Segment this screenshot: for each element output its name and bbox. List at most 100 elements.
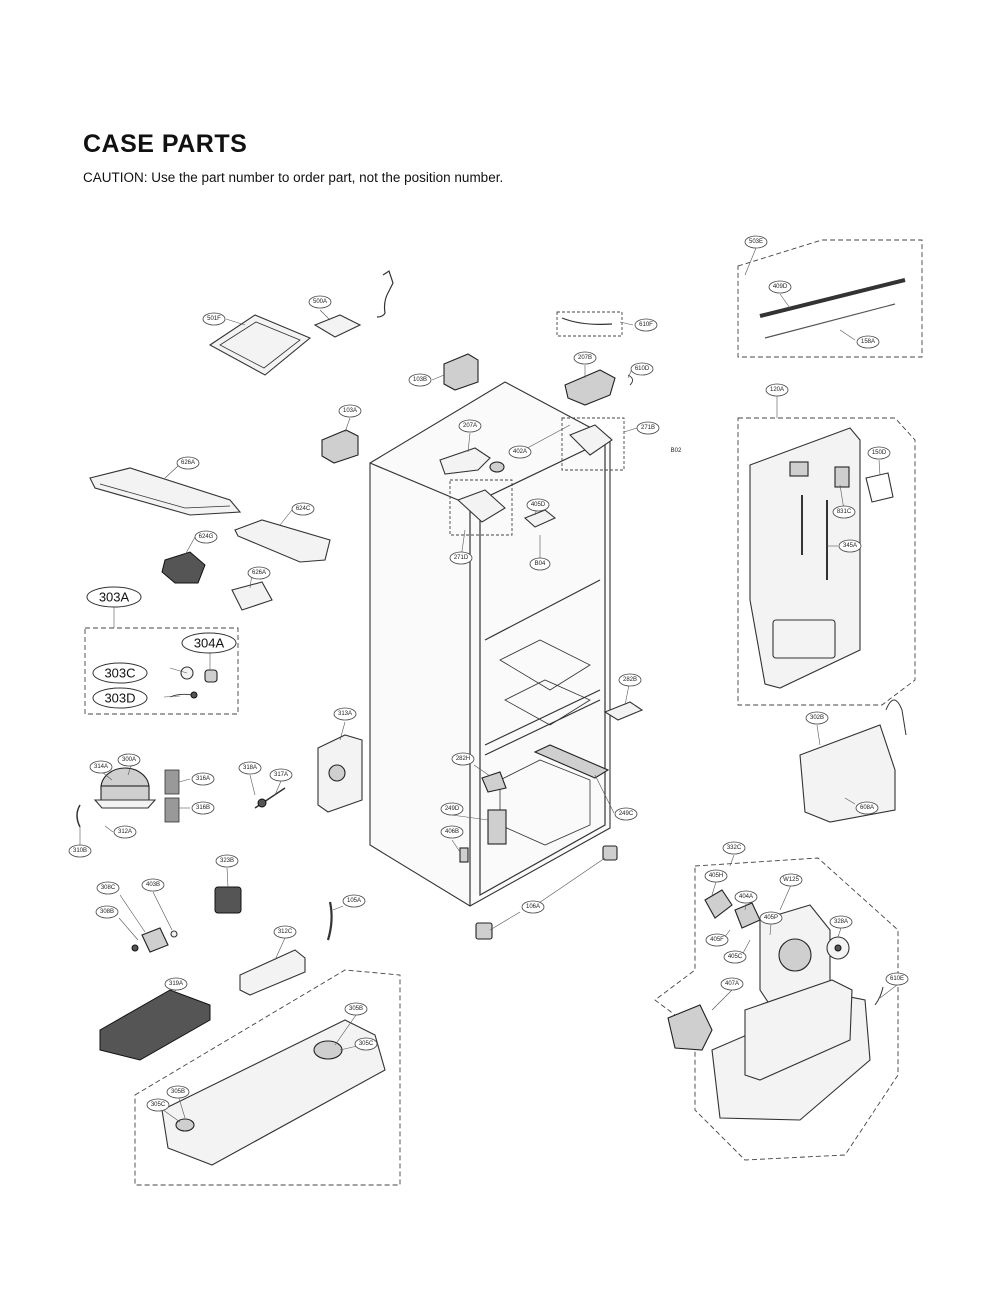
callout-405D: 405D — [526, 498, 550, 512]
callout-207B: 207B — [573, 351, 597, 365]
callout-624C: 624C — [291, 502, 315, 516]
svg-text:406B: 406B — [445, 829, 459, 835]
callout-303A: 303A — [86, 586, 142, 608]
group-boundary-319A — [134, 969, 401, 1186]
callout-503E: 503E — [744, 235, 768, 249]
svg-text:103B: 103B — [413, 377, 427, 383]
label-B02: B02 — [671, 448, 682, 454]
callout-W125: W125 — [779, 873, 803, 887]
part-304A-plug — [204, 669, 218, 683]
svg-text:405D: 405D — [531, 502, 546, 508]
callout-302B: 302B — [805, 711, 829, 725]
part-610F-wire — [561, 317, 613, 325]
page-title: CASE PARTS — [83, 130, 248, 158]
svg-text:158A: 158A — [861, 339, 875, 345]
callout-103B: 103B — [408, 373, 432, 387]
svg-text:304A: 304A — [194, 636, 225, 651]
svg-text:106A: 106A — [526, 904, 540, 910]
callout-271B: 271B — [636, 421, 660, 435]
callout-305C-b: 305C — [146, 1098, 170, 1112]
part-302B-evaporator — [799, 724, 896, 823]
part-282B-bracket — [603, 701, 644, 721]
part-831C-panel — [834, 466, 850, 488]
part-319A-machine-cover — [99, 989, 211, 1061]
svg-text:282H: 282H — [456, 756, 470, 762]
callout-304A: 304A — [181, 632, 237, 654]
svg-text:403B: 403B — [146, 882, 160, 888]
callout-608A: 608A — [855, 801, 879, 815]
part-500A-board — [313, 314, 362, 338]
svg-text:308C: 308C — [101, 885, 116, 891]
callout-624G: 624G — [194, 530, 218, 544]
svg-text:103A: 103A — [343, 408, 357, 414]
svg-text:624C: 624C — [296, 506, 311, 512]
callout-405P: 405P — [759, 911, 783, 925]
svg-text:610F: 610F — [639, 322, 653, 328]
callout-610E: 610E — [885, 972, 909, 986]
svg-text:405P: 405P — [764, 915, 778, 921]
svg-text:318A: 318A — [243, 765, 257, 771]
svg-text:305B: 305B — [171, 1089, 185, 1095]
svg-text:610E: 610E — [890, 976, 904, 982]
part-271B-hinge — [569, 424, 613, 456]
svg-text:345A: 345A — [843, 543, 857, 549]
part-624C-cover — [234, 519, 331, 563]
callout-407A: 407A — [720, 977, 744, 991]
svg-text:831C: 831C — [837, 509, 852, 515]
callout-120A: 120A — [765, 383, 789, 397]
callout-406B: 406B — [440, 825, 464, 839]
svg-text:409D: 409D — [773, 284, 788, 290]
part-312C-cover — [239, 949, 306, 996]
callout-249D: 249D — [440, 802, 464, 816]
callout-405H: 405H — [704, 869, 728, 883]
svg-text:328A: 328A — [834, 919, 848, 925]
part-271D-hinge — [456, 489, 506, 523]
part-power-cord — [376, 270, 394, 318]
callout-300A: 300A — [117, 753, 141, 767]
callout-404A: 404A — [734, 890, 758, 904]
callout-332C: 332C — [722, 841, 746, 855]
callout-313A: 313A — [333, 707, 357, 721]
svg-text:150D: 150D — [872, 450, 887, 456]
part-406B-clip — [459, 847, 469, 863]
part-249C-rail — [533, 744, 610, 779]
part-328A-fan — [826, 936, 850, 960]
callout-626A-b: 626A — [247, 566, 271, 580]
group-boundary-303A — [84, 627, 239, 715]
svg-text:319A: 319A — [169, 981, 183, 987]
callout-150D: 150D — [867, 446, 891, 460]
svg-text:207B: 207B — [578, 355, 592, 361]
svg-text:323B: 323B — [220, 858, 234, 864]
svg-text:271B: 271B — [641, 425, 655, 431]
svg-text:249C: 249C — [619, 811, 634, 817]
callout-106A: 106A — [521, 900, 545, 914]
part-626A-housing — [89, 467, 242, 516]
svg-text:249D: 249D — [445, 806, 460, 812]
callout-249C: 249C — [614, 807, 638, 821]
part-105A-hose — [326, 901, 333, 941]
svg-text:500A: 500A — [313, 299, 327, 305]
callout-318A: 318A — [238, 761, 262, 775]
svg-text:305C: 305C — [151, 1102, 166, 1108]
callout-626A-a: 626A — [176, 456, 200, 470]
svg-text:282B: 282B — [623, 677, 637, 683]
callout-501F: 501F — [202, 312, 226, 326]
svg-text:303A: 303A — [99, 590, 130, 605]
callout-405C: 405C — [723, 950, 747, 964]
svg-text:305C: 305C — [359, 1041, 374, 1047]
svg-text:120A: 120A — [770, 387, 784, 393]
svg-text:503E: 503E — [749, 239, 763, 245]
part-150D-display — [865, 472, 894, 503]
callout-282H: 282H — [451, 752, 475, 766]
callout-403B: 403B — [141, 878, 165, 892]
svg-text:317A: 317A — [274, 772, 288, 778]
svg-text:W125: W125 — [783, 877, 799, 883]
part-316A-pad — [164, 769, 180, 795]
callout-303C: 303C — [92, 662, 148, 684]
callout-328A: 328A — [829, 915, 853, 929]
callout-B04: B04 — [529, 557, 551, 571]
part-207B-hinge-cover — [564, 369, 616, 406]
callout-305C-a: 305C — [354, 1037, 378, 1051]
callout-271D: 271D — [449, 551, 473, 565]
